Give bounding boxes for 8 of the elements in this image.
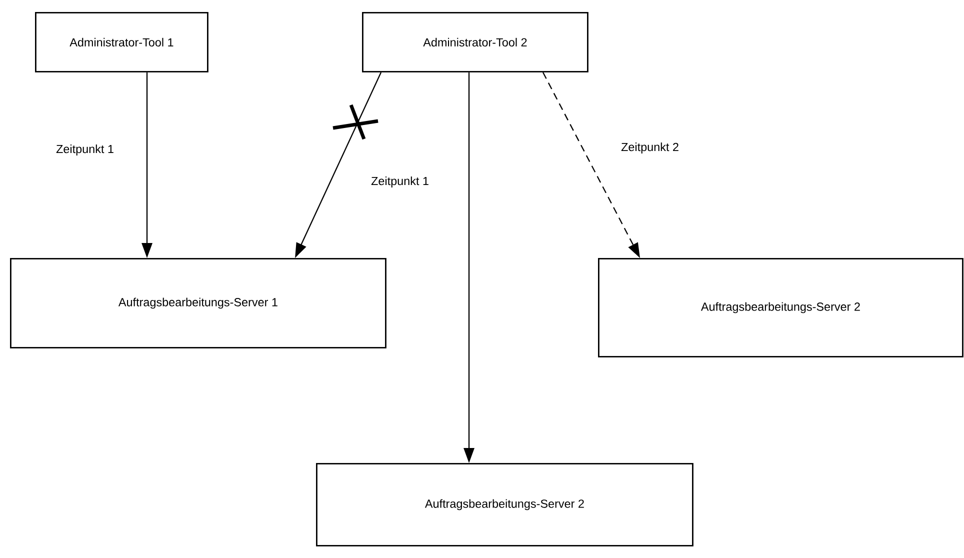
- admin-tool-box: Administrator-Tool 2: [362, 12, 588, 72]
- server-box: Auftragsbearbeitungs-Server 2: [598, 258, 964, 358]
- admin-tool-box: Administrator-Tool 1: [35, 12, 208, 72]
- edge-label: Zeitpunkt 1: [370, 175, 430, 189]
- server-box: Auftragsbearbeitungs-Server 1: [10, 258, 386, 348]
- server-box: Auftragsbearbeitungs-Server 2: [316, 463, 694, 546]
- edge-label: Zeitpunkt 2: [620, 141, 680, 155]
- edge-label: Zeitpunkt 1: [54, 143, 116, 157]
